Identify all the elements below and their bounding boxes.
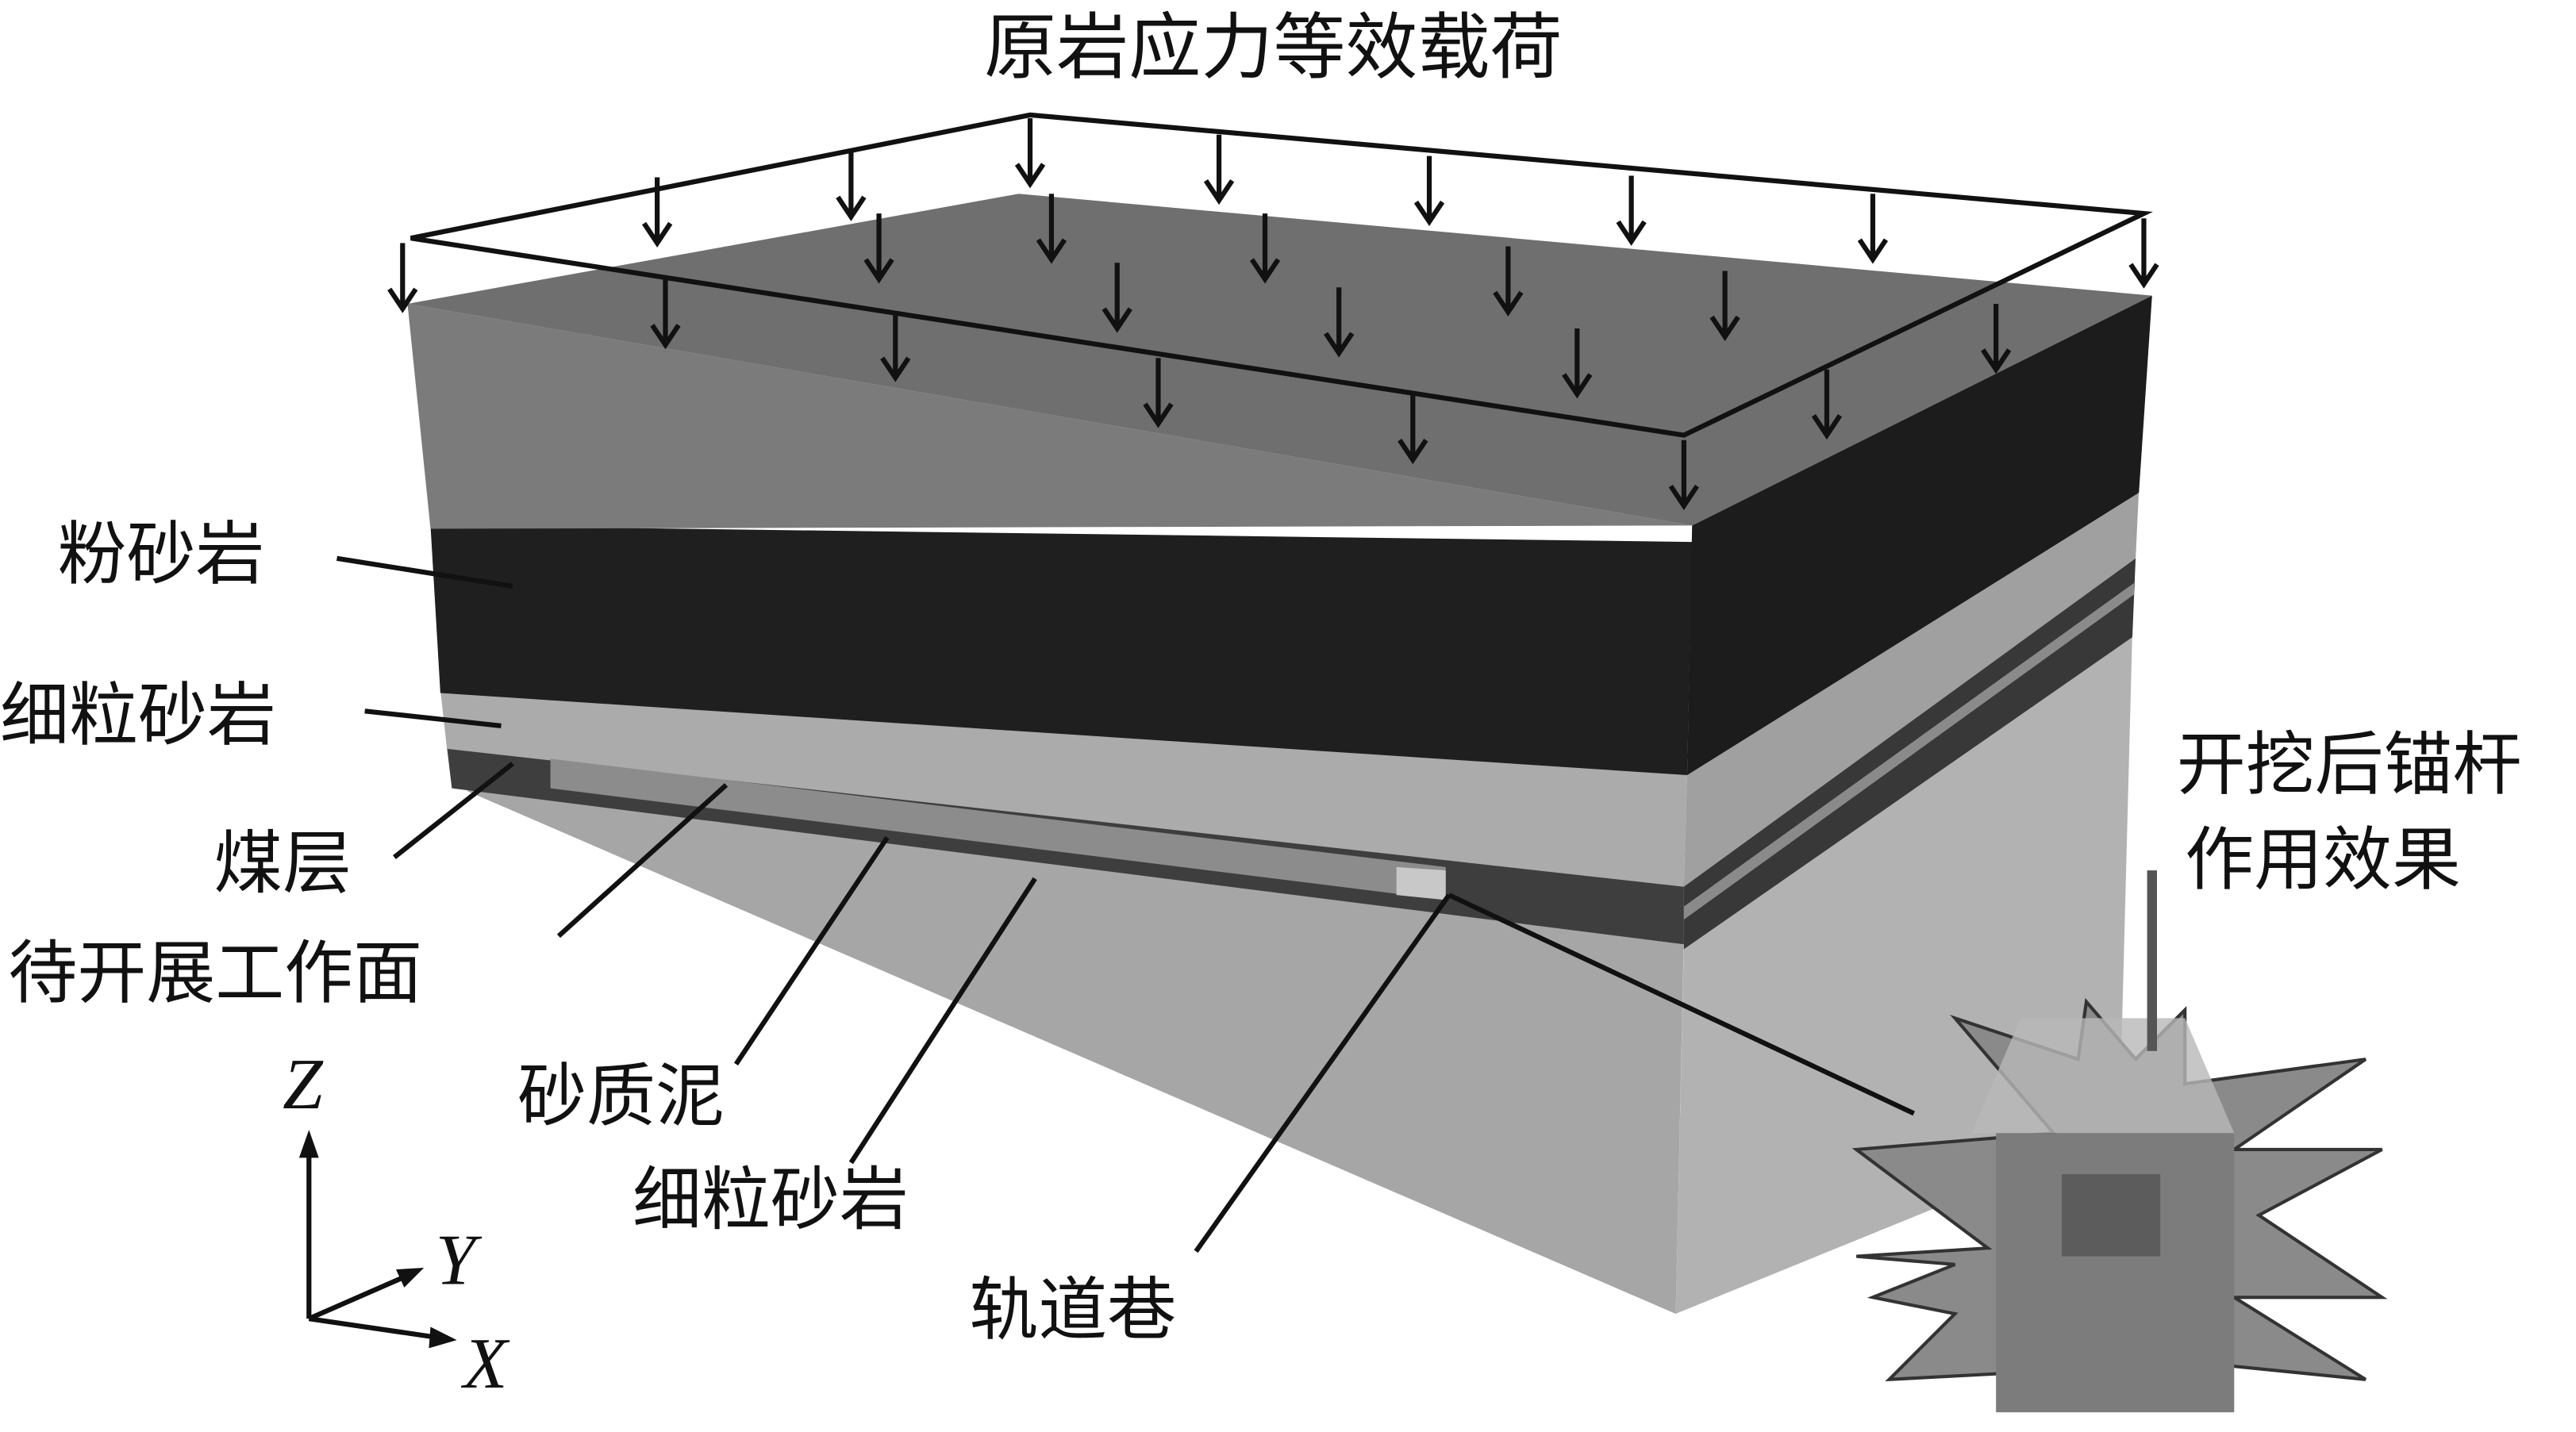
front-top-layer	[407, 303, 1693, 529]
haulage-roadway-mark	[1396, 866, 1446, 900]
front-bottom-layer	[452, 771, 1684, 1314]
label-coal-seam: 煤层	[213, 823, 352, 904]
label-working-face: 待开展工作面	[9, 932, 423, 1013]
label-bolt-effect-2: 作用效果	[2185, 820, 2461, 900]
down-arrow-icon	[1981, 303, 2012, 374]
label-bolt-effect-1: 开挖后锚杆	[2177, 724, 2522, 805]
down-arrow-icon	[650, 278, 681, 350]
down-arrow-icon	[1102, 263, 1132, 333]
label-fine-sandstone-upper: 细粒砂岩	[0, 674, 276, 755]
down-arrow-icon	[1249, 213, 1281, 284]
working-face-strip	[550, 758, 1446, 900]
label-haulage-roadway: 轨道巷	[969, 1269, 1176, 1350]
down-arrow-icon	[1143, 358, 1174, 428]
load-frame	[410, 112, 2153, 438]
down-arrow-icon	[1668, 440, 1700, 511]
down-arrow-icon	[2128, 218, 2159, 289]
right-stripe	[1683, 582, 2135, 920]
axis-x-label: X	[460, 1323, 510, 1403]
coordinate-axes: Z Y X	[283, 1044, 510, 1403]
top-face	[407, 194, 2152, 526]
down-arrow-icon	[1857, 194, 1889, 264]
leader-lines	[336, 555, 1915, 1253]
down-arrow-icon	[1493, 246, 1524, 317]
down-arrow-icon	[863, 213, 894, 284]
right-siltstone-layer	[1686, 295, 2152, 776]
down-arrow-icon	[1562, 328, 1593, 399]
down-arrow-icon	[1203, 134, 1235, 205]
label-sandy-mudstone: 砂质泥	[517, 1056, 725, 1137]
down-arrow-icon	[836, 151, 867, 221]
axis-z-label: Z	[283, 1044, 324, 1124]
label-fine-sandstone-lower: 细粒砂岩	[632, 1159, 909, 1240]
down-arrow-icon	[387, 243, 418, 313]
down-arrow-icon	[1811, 369, 1843, 440]
down-arrow-icon	[1709, 271, 1740, 341]
diagram-title: 原岩应力等效载荷	[984, 6, 1563, 90]
label-siltstone: 粉砂岩	[58, 514, 265, 595]
down-arrow-icon	[880, 312, 911, 382]
right-fine-sandstone-layer	[1683, 489, 2140, 887]
axis-y-label: Y	[436, 1220, 483, 1300]
front-siltstone-layer	[430, 525, 1693, 776]
down-arrow-icon	[1036, 194, 1067, 264]
down-arrow-icon	[641, 177, 673, 248]
front-fine-sandstone-layer	[440, 689, 1687, 887]
load-arrows	[387, 118, 2159, 511]
down-arrow-icon	[1014, 118, 1046, 189]
down-arrow-icon	[1324, 287, 1355, 358]
down-arrow-icon	[1413, 155, 1445, 227]
down-arrow-icon	[1616, 175, 1647, 246]
bolt-effect-inset	[1851, 870, 2388, 1413]
down-arrow-icon	[1398, 394, 1428, 465]
